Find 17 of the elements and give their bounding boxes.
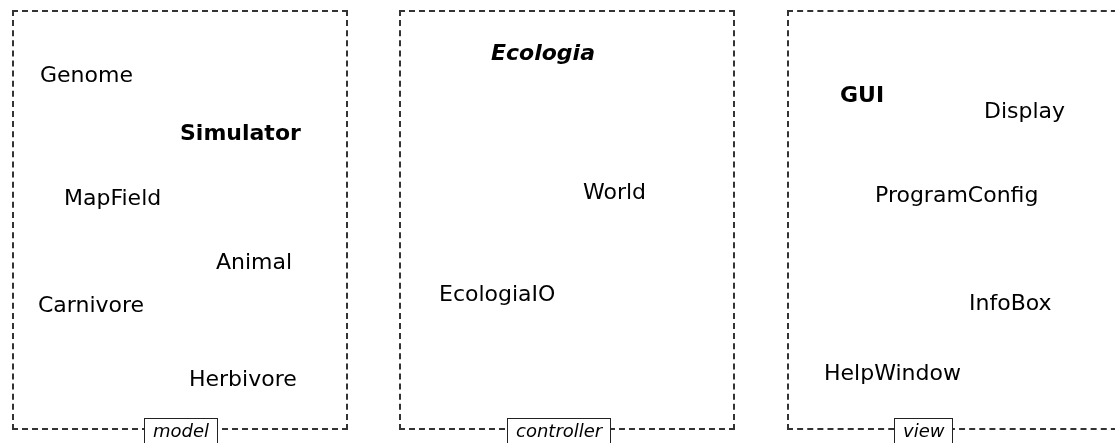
package-tab: model	[144, 418, 219, 443]
package-tab: view	[894, 418, 954, 443]
class-name: Genome	[40, 62, 133, 87]
class-name: ProgramConfig	[875, 182, 1039, 207]
class-name: MapField	[64, 185, 162, 210]
class-name: Carnivore	[38, 292, 145, 317]
class-name: Display	[984, 98, 1066, 123]
package-title: Ecologia	[491, 40, 595, 65]
class-name: EcologiaIO	[439, 281, 556, 306]
package-title: Simulator	[180, 120, 301, 145]
class-name: HelpWindow	[824, 360, 961, 385]
class-name: Animal	[216, 249, 293, 274]
package-title: GUI	[840, 82, 885, 107]
package-tab: controller	[507, 418, 612, 443]
class-name: World	[583, 179, 647, 204]
class-name: Herbivore	[189, 366, 297, 391]
class-name: InfoBox	[969, 290, 1052, 315]
